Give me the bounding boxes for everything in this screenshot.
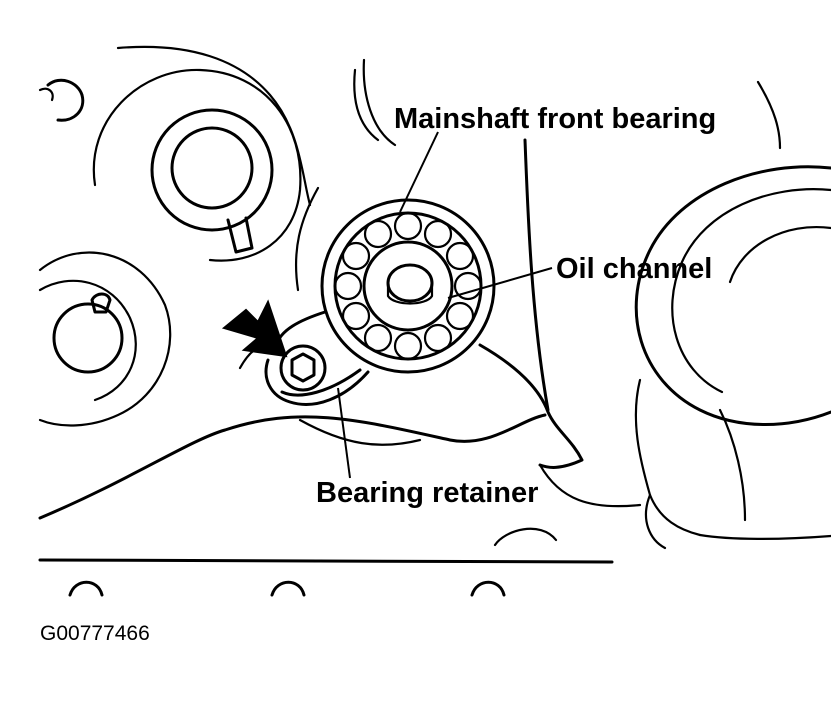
bearing-retainer xyxy=(238,310,370,406)
small-boss-top-left xyxy=(38,78,85,122)
arrow-indicator-icon xyxy=(221,299,288,358)
label-mainshaft-front-bearing: Mainshaft front bearing xyxy=(394,103,716,135)
upper-left-boss xyxy=(92,68,302,262)
upper-case-contour xyxy=(116,45,397,292)
mainshaft-front-bearing xyxy=(320,198,496,374)
base-flange xyxy=(38,558,614,597)
left-boss xyxy=(38,251,172,427)
figure-code: G00777466 xyxy=(40,622,150,645)
label-bearing-retainer: Bearing retainer xyxy=(316,477,538,509)
right-bore xyxy=(523,80,831,550)
label-oil-channel: Oil channel xyxy=(556,253,712,285)
leader-lines xyxy=(337,131,553,479)
lower-case-contour xyxy=(38,343,642,547)
